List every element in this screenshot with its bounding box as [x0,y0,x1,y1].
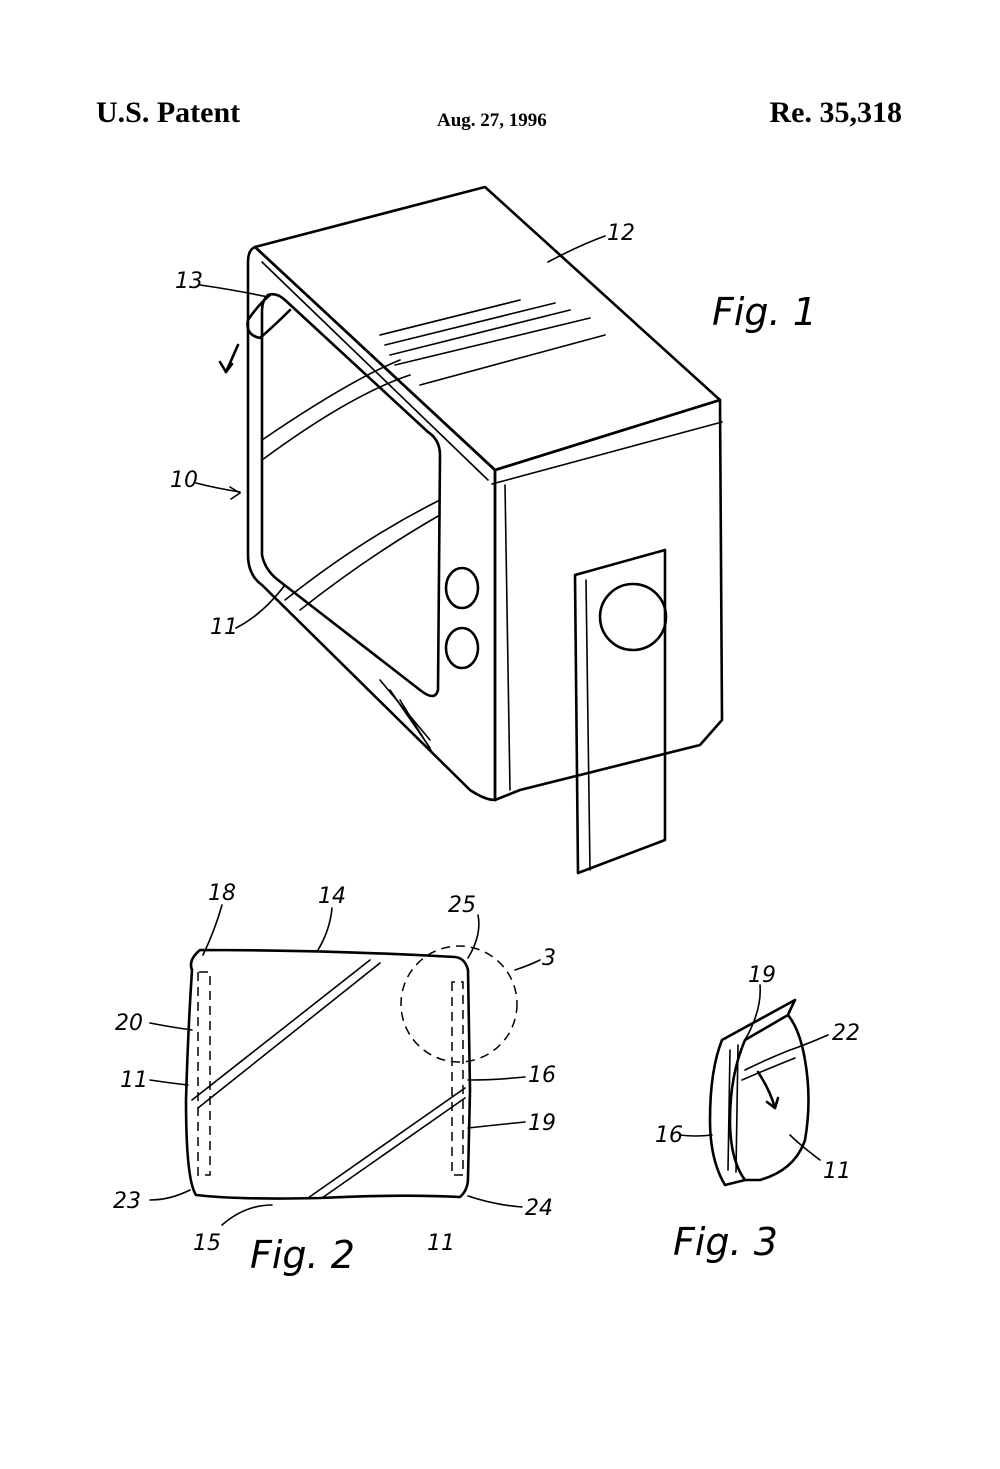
tv-side-dial [600,584,666,650]
detail-circle-3 [401,946,517,1062]
tv-top-face [255,187,720,470]
fig2-ref-11-left: 11 [120,1068,148,1093]
fig2-ref-23: 23 [113,1189,141,1214]
fig2-ref-20: 20 [115,1011,143,1036]
fig1-drawing: 13 12 10 11 Fig. 1 [170,187,817,873]
fig3-ref-11: 11 [823,1159,851,1184]
tv-knob-lower [446,628,478,668]
fig2-ref-25: 25 [448,893,476,918]
tv-screen [262,294,440,696]
fig2-ref-24: 24 [525,1196,553,1221]
screen-edge-detail [745,1015,809,1180]
film-sheet [186,950,470,1199]
fig1-ref-11: 11 [210,615,238,640]
fig1-ref-10: 10 [170,468,198,493]
tv-side-face [495,400,722,800]
fig1-label: Fig. 1 [712,290,817,334]
fig2-ref-15: 15 [193,1231,221,1256]
fig3-ref-16: 16 [655,1123,683,1148]
fig2-drawing: 18 14 25 3 20 11 16 19 23 24 15 11 Fig. … [113,881,556,1277]
fig3-ref-19: 19 [748,963,776,988]
fig2-ref-16: 16 [528,1063,556,1088]
film-adhesive-strip-right [452,982,463,1175]
fig3-ref-22: 22 [832,1021,860,1046]
fig1-ref-13: 13 [175,269,203,294]
fig1-ref-12: 12 [607,221,635,246]
film-edge-detail [710,1000,795,1185]
screen-peel-tab [248,295,291,338]
fig3-label: Fig. 3 [673,1220,778,1264]
fig2-ref-19: 19 [528,1111,556,1136]
fig2-ref-11-bottom: 11 [427,1231,455,1256]
fig3-drawing: 19 22 16 11 Fig. 3 [655,963,860,1264]
fig2-ref-3: 3 [542,946,556,971]
fig2-ref-18: 18 [208,881,236,906]
fig2-label: Fig. 2 [250,1233,355,1277]
film-adhesive-strip-left [198,972,210,1175]
tv-knob-upper [446,568,478,608]
tv-front-bezel [248,247,495,800]
fig2-ref-14: 14 [318,884,346,909]
